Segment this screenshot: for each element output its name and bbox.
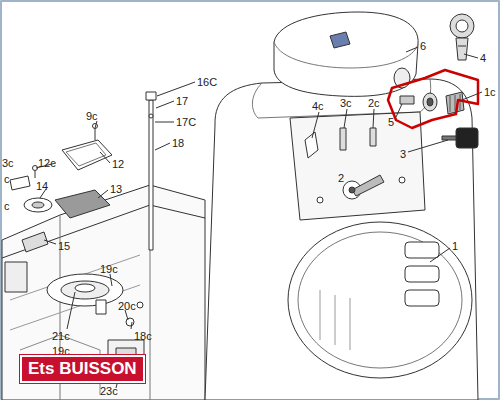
callout-number: 23c — [100, 385, 118, 397]
callout-number: 9c — [86, 110, 98, 122]
callout-number: c — [4, 173, 10, 185]
tank-body — [205, 79, 478, 400]
callout-number: 17 — [176, 95, 188, 107]
mechanism — [10, 124, 112, 315]
callout-number: 1 — [452, 240, 458, 252]
watermark: Ets BUISSON — [20, 355, 145, 383]
callout-number: 4c — [312, 100, 324, 112]
callout-number: c — [4, 200, 10, 212]
leader-lines — [36, 47, 482, 388]
lid — [274, 12, 418, 96]
key — [442, 128, 478, 148]
callout-number: 3c — [2, 157, 14, 169]
callout-number: 15 — [58, 240, 70, 252]
callout-number: 2 — [338, 172, 344, 184]
callout-number: 2c — [368, 97, 380, 109]
callout-number: 21c — [52, 330, 70, 342]
callout-number: 4 — [480, 52, 486, 64]
callout-number: 16C — [197, 76, 217, 88]
callout-number: 17C — [176, 116, 196, 128]
callout-number: 18 — [172, 137, 184, 149]
callout-number: 3 — [400, 148, 406, 160]
controls — [305, 128, 405, 203]
rod — [146, 92, 156, 250]
callout-number: 6 — [420, 40, 426, 52]
callout-number: 19c — [100, 263, 118, 275]
callout-number: 14 — [36, 180, 48, 192]
chassis — [2, 185, 205, 400]
callout-number: 1c — [484, 86, 496, 98]
callout-number: 18c — [134, 330, 152, 342]
callout-number: 5 — [388, 116, 394, 128]
callout-number: 12c — [38, 157, 56, 169]
ring — [450, 14, 474, 60]
callout-number: 12 — [112, 158, 124, 170]
callout-number: 20c — [118, 300, 136, 312]
callout-number: 13 — [110, 183, 122, 195]
callout-number: 3c — [340, 97, 352, 109]
